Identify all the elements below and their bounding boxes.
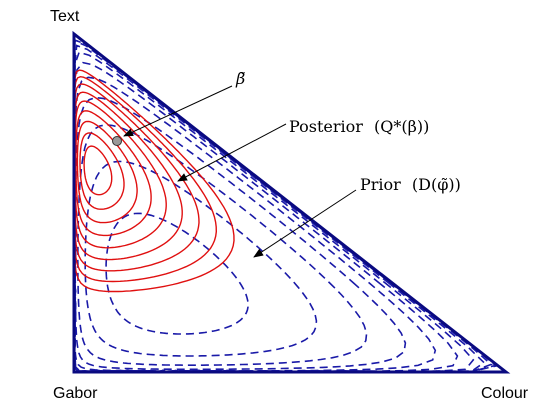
vertex-label-colour: Colour — [481, 385, 529, 402]
posterior-arrow — [177, 123, 287, 182]
beta-tilde-label: β̃ — [235, 69, 245, 88]
simplex-boundary — [72, 30, 511, 374]
beta-tilde-arrow — [123, 85, 233, 137]
prior-contour-line — [73, 44, 486, 373]
beta-tilde-marker — [112, 136, 122, 146]
posterior-expression: (Q*(β)) — [374, 117, 429, 136]
posterior-contour-line — [83, 145, 113, 196]
prior-contour-line — [105, 212, 249, 335]
vertex-label-text: Text — [50, 8, 80, 25]
prior-contour-line — [74, 96, 407, 371]
prior-label: Prior (D(φ̃)) — [360, 175, 461, 194]
prior-arrow — [253, 189, 357, 258]
posterior-contours — [73, 69, 235, 293]
posterior-contour-line — [75, 110, 152, 237]
posterior-word: Posterior — [289, 117, 363, 136]
posterior-contour-line — [76, 120, 138, 224]
posterior-label: Posterior (Q*(β)) — [289, 117, 429, 136]
prior-expression: (D(φ̃)) — [412, 175, 461, 194]
vertex-label-gabor: Gabor — [53, 385, 98, 402]
prior-word: Prior — [360, 175, 401, 194]
prior-contours — [73, 38, 499, 373]
prior-contour-line — [84, 160, 318, 357]
posterior-contour-line — [79, 132, 125, 210]
